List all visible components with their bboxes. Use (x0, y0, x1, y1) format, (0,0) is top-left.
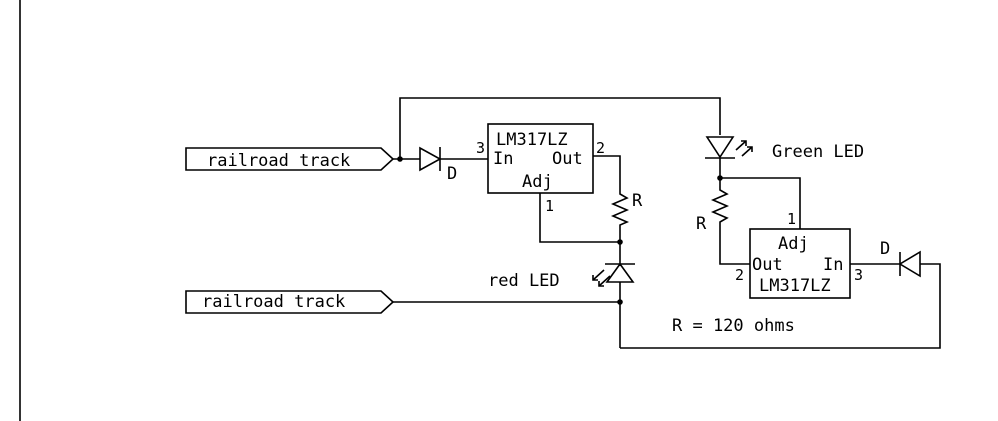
port-top-shape (185, 147, 395, 171)
regulator-left-pin-out: Out (552, 149, 583, 169)
diode-left: D (419, 146, 457, 184)
port-bottom-label: railroad track (202, 292, 345, 312)
port-top: railroad track (185, 147, 395, 171)
diode-right-label: D (880, 239, 890, 259)
regulator-left-num-out: 2 (596, 139, 605, 157)
regulator-right: Adj Out In LM317LZ 1 2 3 (735, 210, 863, 299)
wires (393, 97, 941, 349)
wire-reg-out-to-resistor (593, 155, 621, 190)
resistor-left-body (610, 190, 630, 228)
diode-left-label: D (447, 164, 457, 184)
green-led-body (705, 136, 735, 159)
resistance-note: R = 120 ohms (672, 316, 795, 336)
diode-right: D (880, 239, 921, 278)
regulator-right-pin-out: Out (752, 255, 783, 275)
wire-left-adj (539, 193, 620, 243)
port-bottom-shape (185, 290, 395, 314)
green-led-light-arrows (735, 140, 753, 157)
wire-bottom-rail (620, 263, 941, 349)
regulator-left-num-in: 3 (476, 139, 485, 157)
resistor-right-body (710, 186, 730, 228)
green-led: Green LED (705, 136, 864, 162)
regulator-left-num-adj: 1 (545, 197, 554, 215)
diode-left-body (419, 146, 442, 172)
red-led-light-arrows (592, 269, 611, 287)
resistor-right: R (696, 186, 730, 234)
regulator-left-box (487, 123, 594, 194)
regulator-left-pin-adj: Adj (522, 172, 553, 192)
resistor-left-label: R (632, 191, 643, 211)
resistor-left: R (610, 190, 643, 228)
wire-right-resistor-to-out (719, 228, 750, 265)
wire-right-adj (720, 177, 801, 229)
junctions (397, 156, 723, 305)
regulator-right-num-adj: 1 (787, 210, 796, 228)
diode-right-body (898, 250, 921, 278)
port-top-label: railroad track (207, 151, 350, 171)
junction-dot (617, 299, 623, 305)
regulator-right-box (749, 228, 851, 299)
junction-dot (397, 156, 403, 162)
red-led-label: red LED (488, 271, 560, 291)
regulator-right-pin-adj: Adj (778, 234, 809, 254)
regulator-right-num-out: 2 (735, 266, 744, 284)
regulator-left-pin-in: In (493, 149, 513, 169)
regulator-left: LM317LZ In Out Adj 3 2 1 (476, 123, 605, 215)
green-led-label: Green LED (772, 142, 864, 162)
regulator-right-pin-in: In (823, 255, 843, 275)
junction-dot (717, 175, 723, 181)
regulator-left-name: LM317LZ (496, 130, 568, 150)
resistor-right-label: R (696, 214, 707, 234)
port-bottom: railroad track (185, 290, 395, 314)
regulator-right-num-in: 3 (854, 266, 863, 284)
junction-dot (617, 239, 623, 245)
red-led-body (605, 262, 635, 283)
regulator-right-name: LM317LZ (759, 276, 831, 296)
red-led: red LED (488, 262, 635, 291)
wire-top-loop (399, 97, 721, 159)
